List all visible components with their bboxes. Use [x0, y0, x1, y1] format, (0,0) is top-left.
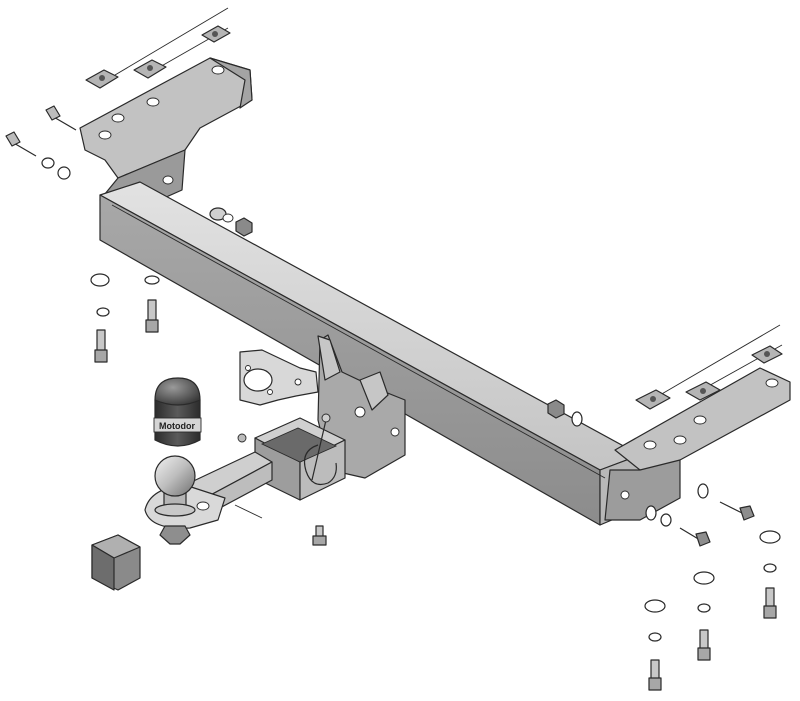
right-mounting-bracket: [604, 367, 791, 521]
bracket-hole: [211, 65, 225, 75]
washer: [144, 275, 160, 285]
washer: [693, 571, 715, 585]
spring-washer: [660, 513, 672, 527]
receiver-tube: [254, 417, 346, 501]
washer: [645, 505, 657, 521]
left-wire-clip-set: [85, 7, 231, 89]
vertical-bolt: [763, 587, 777, 619]
spring-washer: [57, 166, 71, 180]
socket-hole: [243, 368, 273, 392]
spring-washer: [648, 632, 662, 642]
spring-washer: [763, 563, 777, 573]
tow-ball: [154, 455, 196, 545]
washer: [759, 530, 781, 544]
washer: [644, 599, 666, 613]
small-bolt: [312, 525, 327, 546]
washer: [41, 157, 55, 169]
washer: [571, 411, 583, 427]
wiring-socket-bracket: [239, 349, 319, 406]
vertical-bolt: [697, 629, 711, 661]
left-wire: [114, 7, 229, 76]
left-bolt-2: [45, 105, 77, 131]
bracket-hole: [673, 435, 687, 445]
vertical-bolt: [145, 299, 159, 333]
bracket-hole: [643, 440, 657, 450]
spring-washer: [96, 307, 110, 317]
right-bolt-1: [719, 501, 755, 521]
cap-brand-text: Motodor: [159, 421, 195, 431]
right-wire-clip-set: [635, 324, 783, 410]
right-wire: [659, 324, 781, 396]
hitch-pin: [303, 413, 337, 486]
washer: [90, 273, 110, 287]
vertical-bolt: [94, 329, 108, 363]
receiver-plug: [91, 534, 141, 591]
bracket-hole: [98, 130, 112, 140]
left-bolt-1: [5, 131, 37, 157]
spring-washer: [697, 603, 711, 613]
bracket-hole: [693, 415, 707, 425]
tow-ball-cap: Motodor: [153, 377, 202, 447]
bracket-hole: [765, 378, 779, 388]
nut: [235, 217, 253, 237]
vertical-bolt: [648, 659, 662, 691]
nut: [547, 399, 565, 419]
right-bolt-2: [679, 527, 711, 547]
cap-label-band: [153, 417, 202, 433]
bracket-hole: [146, 97, 160, 107]
washer: [697, 483, 709, 499]
bracket-hole: [111, 113, 125, 123]
